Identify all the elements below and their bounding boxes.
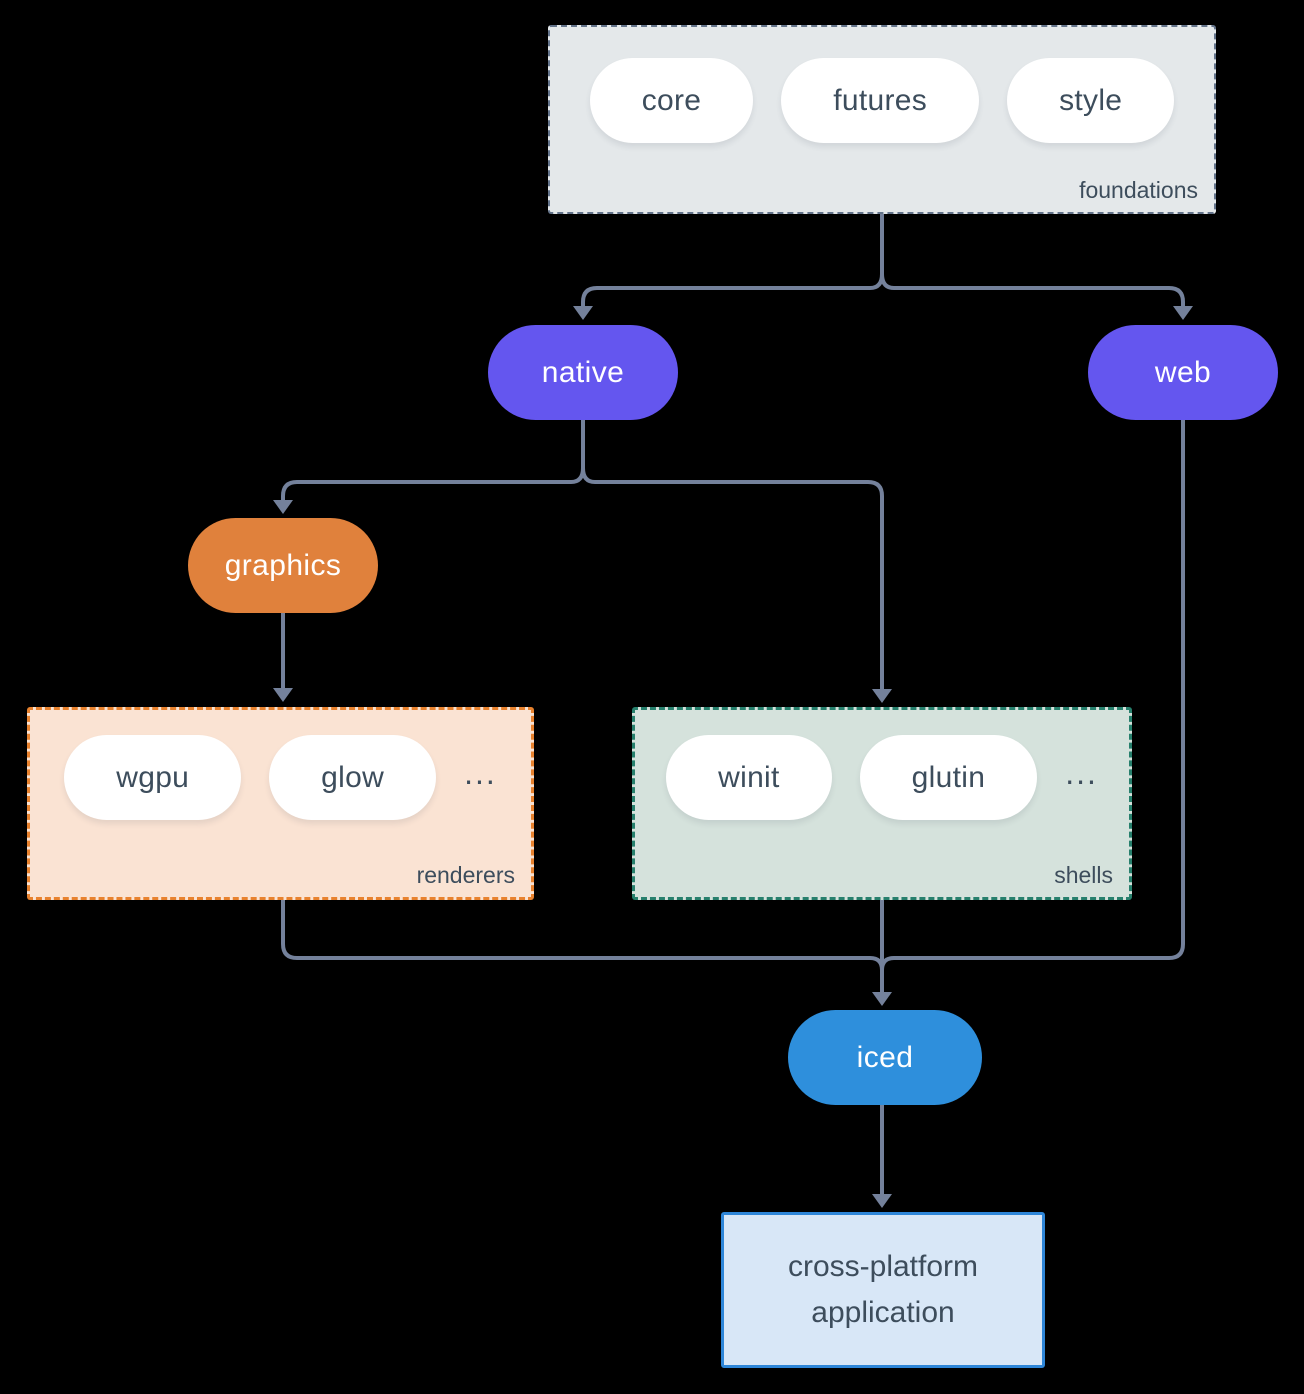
node-cross-platform-application: cross-platform application xyxy=(721,1212,1045,1368)
node-native-label: native xyxy=(541,355,625,389)
renderers-ellipsis: ... xyxy=(464,755,497,791)
node-winit: winit xyxy=(666,735,832,820)
node-iced-label: iced xyxy=(856,1040,914,1074)
renderers-pill-row: wgpu glow ... xyxy=(30,710,531,820)
edge-native-split-right xyxy=(581,420,596,484)
renderers-group: wgpu glow ... renderers xyxy=(27,707,534,900)
edge-split-to-web xyxy=(894,286,1185,307)
arrowhead-shells xyxy=(872,689,892,703)
shells-ellipsis: ... xyxy=(1065,755,1098,791)
node-glutin-label: glutin xyxy=(911,760,986,794)
node-futures: futures xyxy=(781,58,980,143)
node-web-label: web xyxy=(1154,355,1212,389)
node-iced: iced xyxy=(788,1010,982,1105)
shells-pill-row: winit glutin ... xyxy=(635,710,1129,820)
shells-group: winit glutin ... shells xyxy=(632,707,1132,900)
arrowhead-native xyxy=(573,306,593,320)
foundations-group: core futures style foundations xyxy=(548,25,1216,214)
node-web: web xyxy=(1088,325,1278,420)
node-style: style xyxy=(1007,58,1175,143)
renderers-group-label: renderers xyxy=(416,862,515,888)
edge-split-to-graphics xyxy=(281,480,571,501)
node-futures-label: futures xyxy=(833,83,928,117)
foundations-group-label: foundations xyxy=(1079,177,1198,203)
arrowhead-web xyxy=(1173,306,1193,320)
node-graphics: graphics xyxy=(188,518,378,613)
node-glow-label: glow xyxy=(321,760,385,794)
node-graphics-label: graphics xyxy=(224,548,342,582)
node-cross-platform-application-label: cross-platform application xyxy=(787,1249,979,1330)
foundations-pill-row: core futures style xyxy=(550,27,1214,143)
node-glutin: glutin xyxy=(859,735,1038,820)
edge-split-to-shells xyxy=(595,480,884,690)
arrowhead-application xyxy=(872,1194,892,1208)
node-glow: glow xyxy=(269,735,437,820)
arrowhead-renderers xyxy=(273,688,293,702)
edge-native-split-left xyxy=(570,420,585,484)
node-core-label: core xyxy=(641,83,702,117)
node-wgpu: wgpu xyxy=(64,735,242,820)
arrowhead-graphics xyxy=(273,500,293,514)
shells-group-label: shells xyxy=(1054,862,1113,888)
node-wgpu-label: wgpu xyxy=(116,760,190,794)
edge-split-to-native xyxy=(581,286,870,307)
edge-renderers-to-merge xyxy=(281,900,884,971)
node-winit-label: winit xyxy=(718,760,780,794)
node-native: native xyxy=(488,325,678,420)
edge-foundations-split-left xyxy=(869,214,884,290)
node-style-label: style xyxy=(1059,83,1123,117)
edge-foundations-split-right xyxy=(880,214,895,290)
node-core: core xyxy=(589,58,754,143)
arrowhead-iced xyxy=(872,992,892,1006)
